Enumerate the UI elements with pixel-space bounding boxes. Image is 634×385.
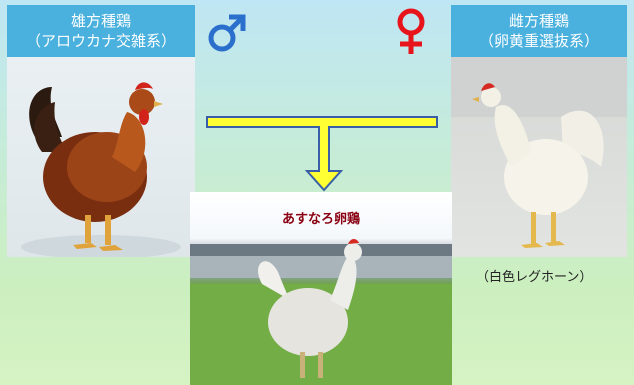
white-hen-photo <box>451 57 627 257</box>
white-leghorn-caption: （白色レグホーン） <box>476 270 593 285</box>
male-parent-line1: 雄方種鶏 <box>70 12 131 30</box>
rooster-photo <box>7 57 195 257</box>
offspring-illustration <box>190 239 452 385</box>
male-parent-label: 雄方種鶏 （アロウカナ交雑系） <box>7 5 195 57</box>
rooster-illustration <box>21 82 181 257</box>
male-parent-line2: （アロウカナ交雑系） <box>25 32 176 50</box>
cross-arrow-icon <box>205 113 441 193</box>
female-parent-line1: 雌方種鶏 <box>508 12 569 30</box>
offspring-title: あすなろ卵鶏 <box>281 212 360 227</box>
white-hen-illustration <box>451 57 627 248</box>
female-symbol-icon <box>393 6 429 58</box>
female-parent-label: 雌方種鶏 （卵黄重選抜系） <box>451 5 627 57</box>
asunaro-chicken-photo: あすなろ卵鶏 <box>190 192 452 385</box>
female-parent-line2: （卵黄重選抜系） <box>478 32 599 50</box>
male-symbol-icon <box>207 12 247 54</box>
